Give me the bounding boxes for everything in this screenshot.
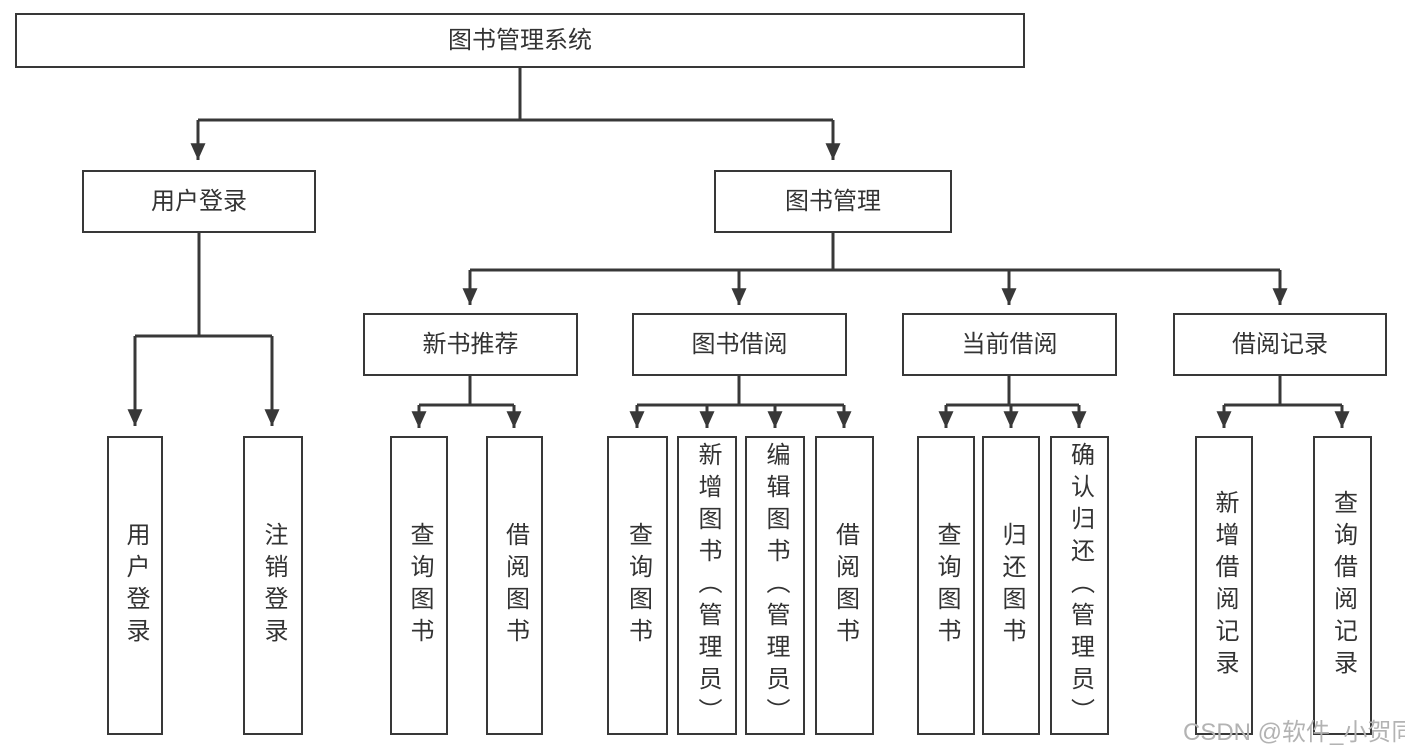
node-book-borrow: 图书借阅 <box>632 313 847 376</box>
node-recommend-query-books: 查询图书 <box>390 436 448 735</box>
node-borrow-borrow-books: 借阅图书 <box>815 436 874 735</box>
node-user-login-leaf: 用户登录 <box>107 436 163 735</box>
node-borrow-query-books: 查询图书 <box>607 436 668 735</box>
node-current-query-books: 查询图书 <box>917 436 975 735</box>
node-borrow-edit-books-admin: 编辑图书（管理员） <box>745 436 805 735</box>
csdn-watermark: CSDN @软件_小贺同学 <box>1183 719 1405 746</box>
node-records-add-record: 新增借阅记录 <box>1195 436 1253 735</box>
node-root: 图书管理系统 <box>15 13 1025 68</box>
node-current-borrow: 当前借阅 <box>902 313 1117 376</box>
node-current-return-books: 归还图书 <box>982 436 1040 735</box>
node-logout-leaf: 注销登录 <box>243 436 303 735</box>
node-new-book-recommend: 新书推荐 <box>363 313 578 376</box>
node-recommend-borrow-books: 借阅图书 <box>486 436 543 735</box>
node-book-management: 图书管理 <box>714 170 952 233</box>
node-user-login: 用户登录 <box>82 170 316 233</box>
node-records-query-record: 查询借阅记录 <box>1313 436 1372 735</box>
node-borrow-add-books-admin: 新增图书（管理员） <box>677 436 737 735</box>
node-current-confirm-return-admin: 确认归还（管理员） <box>1050 436 1109 735</box>
node-borrow-records: 借阅记录 <box>1173 313 1387 376</box>
